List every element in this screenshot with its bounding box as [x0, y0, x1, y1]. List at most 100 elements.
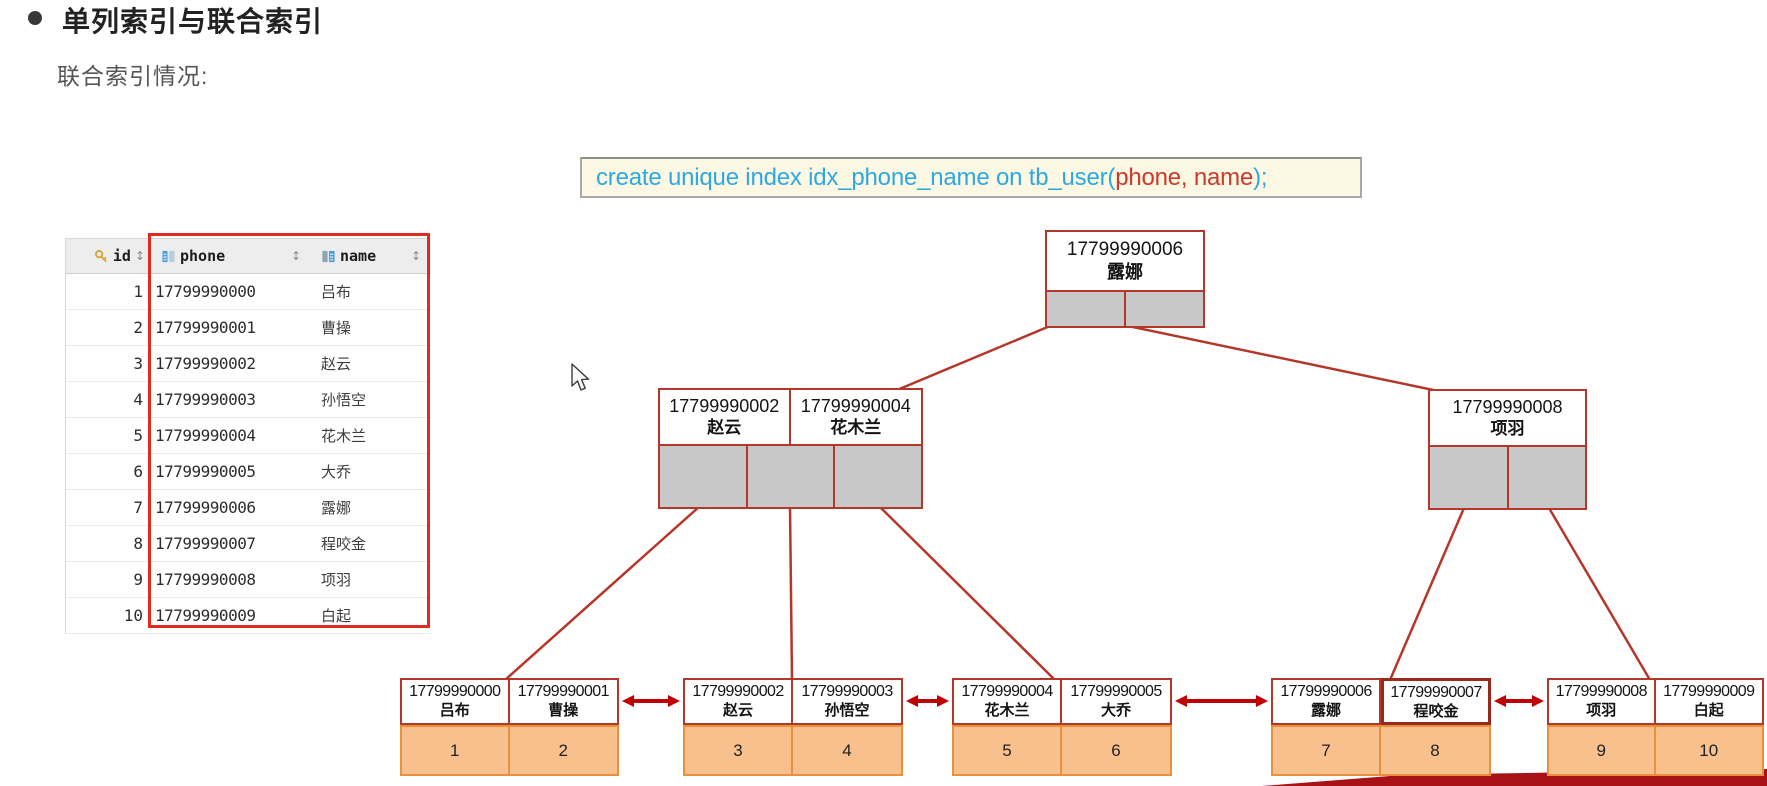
cell-name[interactable]: 赵云: [321, 356, 352, 373]
cell-name[interactable]: 孙悟空: [321, 392, 367, 409]
cell-phone[interactable]: 17799990000: [155, 282, 256, 301]
leaf-phone: 17799990004: [961, 683, 1053, 700]
cell-name[interactable]: 项羽: [321, 572, 352, 589]
leaf-key-cell: 17799990007 程咬金: [1381, 678, 1491, 725]
leaf-phone: 17799990009: [1663, 683, 1755, 700]
pointer-cell: [1045, 292, 1126, 328]
node-name: 露娜: [1107, 261, 1143, 282]
btree-internal-node-left: 17799990002 赵云 17799990004 花木兰: [658, 388, 924, 509]
node-key-cell: 17799990002 赵云: [658, 388, 791, 446]
table-row[interactable]: 9 17799990008 项羽: [66, 562, 431, 598]
cell-id[interactable]: 8: [133, 534, 143, 553]
cell-id[interactable]: 6: [133, 462, 143, 481]
leaf-name: 项羽: [1586, 702, 1617, 719]
leaf-id-cell: 1: [400, 725, 510, 776]
cell-name[interactable]: 花木兰: [321, 428, 367, 445]
leaf-id-cell: 9: [1547, 725, 1656, 776]
leaf-id-cell: 3: [683, 725, 793, 776]
cell-phone[interactable]: 17799990006: [155, 498, 256, 517]
table-row[interactable]: 4 17799990003 孙悟空: [66, 382, 431, 418]
table-row[interactable]: 7 17799990006 露娜: [66, 490, 431, 526]
sort-arrows-icon[interactable]: ↕: [134, 249, 145, 263]
tree-link: [1388, 507, 1466, 681]
leaf-name: 露娜: [1310, 702, 1341, 719]
leaf-name: 赵云: [722, 702, 753, 719]
table-row[interactable]: 3 17799990002 赵云: [66, 346, 431, 382]
column-header-phone[interactable]: phone ↕: [149, 239, 311, 273]
pointer-cell: [835, 446, 924, 509]
cell-phone[interactable]: 17799990008: [155, 570, 256, 589]
pointer-cell: [658, 446, 748, 509]
table-row[interactable]: 2 17799990001 曹操: [66, 310, 431, 346]
leaf-phone: 17799990005: [1070, 683, 1162, 700]
tree-link: [788, 505, 794, 681]
cell-phone[interactable]: 17799990002: [155, 354, 256, 373]
node-key-cell: 17799990004 花木兰: [790, 388, 923, 446]
cell-id[interactable]: 10: [123, 606, 143, 625]
sort-arrows-icon[interactable]: ↕: [290, 249, 301, 263]
sort-arrows-icon[interactable]: ↕: [410, 249, 421, 263]
leaf-name: 白起: [1693, 702, 1724, 719]
leaf-name: 吕布: [439, 702, 470, 719]
leaf-link-arrow: [906, 695, 949, 707]
cell-phone[interactable]: 17799990001: [155, 318, 256, 337]
table-row[interactable]: 1 17799990000 吕布: [66, 274, 431, 310]
cell-phone[interactable]: 17799990009: [155, 606, 256, 625]
tree-link: [504, 505, 701, 681]
leaf-id-cell: 7: [1271, 725, 1381, 776]
cell-id[interactable]: 4: [133, 390, 143, 409]
page-subtitle: 联合索引情况:: [57, 63, 209, 89]
leaf-id-cell: 8: [1381, 725, 1491, 776]
table-row[interactable]: 8 17799990007 程咬金: [66, 526, 431, 562]
bullet-point-icon: [28, 11, 42, 25]
table-column-icon: [162, 250, 175, 262]
leaf-name: 曹操: [548, 702, 579, 719]
data-table: id ↕ phone ↕ name ↕: [65, 238, 431, 634]
tree-link: [878, 505, 1056, 681]
btree-leaf-node: 17799990008 项羽 17799990009 白起 9 10: [1547, 678, 1764, 776]
cell-phone[interactable]: 17799990003: [155, 390, 256, 409]
cell-id[interactable]: 2: [133, 318, 143, 337]
cell-id[interactable]: 3: [133, 354, 143, 373]
btree-leaf-node: 17799990004 花木兰 17799990005 大乔 5 6: [952, 678, 1172, 776]
leaf-link-arrow: [622, 695, 680, 707]
sql-text: create unique index idx_phone_name on tb…: [596, 163, 1116, 191]
leaf-key-cell: 17799990006 露娜: [1271, 678, 1381, 725]
tree-link: [1547, 507, 1652, 681]
node-key-cell: 17799990008 项羽: [1428, 389, 1587, 447]
cell-phone[interactable]: 17799990007: [155, 534, 256, 553]
cell-name[interactable]: 露娜: [321, 500, 352, 517]
cell-id[interactable]: 7: [133, 498, 143, 517]
leaf-id-cell: 2: [509, 725, 619, 776]
column-header-id[interactable]: id ↕: [66, 239, 149, 273]
cell-phone[interactable]: 17799990004: [155, 426, 256, 445]
cell-id[interactable]: 9: [133, 570, 143, 589]
cell-id[interactable]: 5: [133, 426, 143, 445]
key-icon: [94, 249, 107, 262]
btree-leaf-node: 17799990000 吕布 17799990001 曹操 1 2: [400, 678, 619, 776]
pointer-cell: [747, 446, 836, 509]
btree-leaf-node: 17799990002 赵云 17799990003 孙悟空 3 4: [683, 678, 903, 776]
leaf-key-cell: 17799990005 大乔: [1062, 678, 1172, 725]
table-row[interactable]: 10 17799990009 白起: [66, 598, 431, 634]
column-header-name[interactable]: name ↕: [311, 239, 431, 273]
node-name: 花木兰: [830, 417, 882, 437]
sql-index-columns: phone, name: [1115, 163, 1254, 191]
cell-name[interactable]: 曹操: [321, 320, 352, 337]
leaf-phone: 17799990007: [1390, 684, 1482, 701]
leaf-phone: 17799990001: [517, 683, 610, 700]
table-row[interactable]: 5 17799990004 花木兰: [66, 418, 431, 454]
leaf-id-cell: 4: [793, 725, 903, 776]
btree-internal-node-right: 17799990008 项羽: [1428, 389, 1587, 510]
leaf-id-cell: 6: [1062, 725, 1172, 776]
cell-name[interactable]: 白起: [321, 608, 352, 625]
cell-name[interactable]: 程咬金: [321, 536, 367, 553]
cell-phone[interactable]: 17799990005: [155, 462, 256, 481]
node-phone: 17799990008: [1452, 397, 1563, 417]
cell-id[interactable]: 1: [133, 282, 143, 301]
table-row[interactable]: 6 17799990005 大乔: [66, 454, 431, 490]
cell-name[interactable]: 吕布: [321, 284, 352, 301]
leaf-link-arrow: [1175, 695, 1268, 707]
btree-leaf-node: 17799990006 露娜 17799990007 程咬金 7 8: [1271, 678, 1491, 776]
cell-name[interactable]: 大乔: [321, 464, 352, 481]
